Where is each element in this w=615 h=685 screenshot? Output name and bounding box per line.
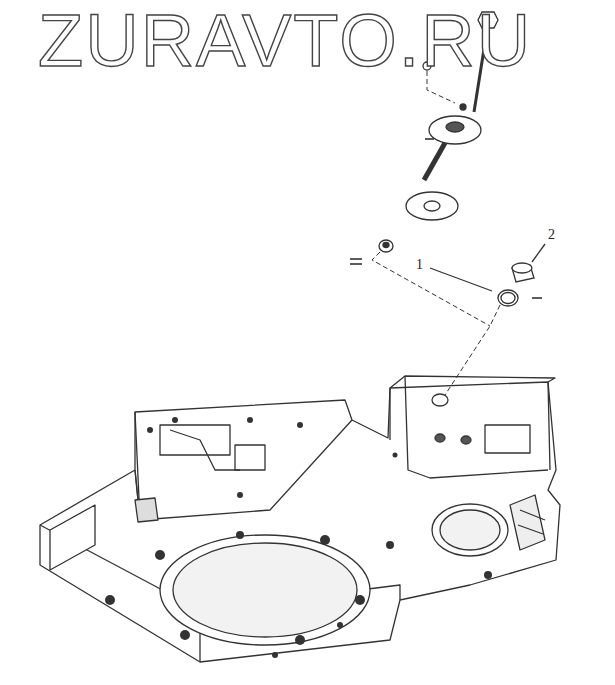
illustration-part [170, 430, 240, 470]
illustration-part [235, 445, 265, 470]
housing-holes [105, 417, 492, 658]
illustration-part [518, 525, 543, 534]
illustration-part [337, 622, 343, 628]
illustration-part [406, 192, 458, 220]
illustration-part [435, 434, 445, 442]
illustration-part [272, 652, 278, 658]
illustration-part [393, 453, 398, 458]
illustration-part [446, 122, 464, 132]
leader-lines [430, 244, 545, 291]
illustration-part [173, 543, 357, 637]
illustration-part [355, 595, 365, 605]
illustration-part [445, 305, 500, 395]
watermark: ZURAVTO.RU [38, 4, 532, 78]
illustration-part [512, 263, 532, 273]
illustration-part [432, 504, 508, 556]
illustration-part [236, 531, 244, 539]
illustration-part [40, 382, 560, 662]
illustration-part [532, 297, 542, 299]
illustration-part [105, 595, 115, 605]
illustration-part [430, 268, 492, 291]
illustration-part [379, 240, 393, 252]
callout-number: 1 [415, 258, 424, 272]
illustration-part [532, 244, 545, 262]
illustration-part [510, 495, 545, 550]
illustration-part [320, 535, 330, 545]
illustration-part [484, 571, 492, 579]
illustration-part [147, 427, 153, 433]
illustration-part [237, 492, 243, 498]
illustration-part [372, 252, 490, 326]
illustration-part [440, 510, 500, 550]
assembly-lines [372, 71, 500, 395]
illustration-part [498, 290, 518, 306]
illustration-part [295, 635, 305, 645]
illustration-part [548, 382, 550, 470]
illustration-part [135, 420, 352, 520]
illustration-part [350, 263, 362, 265]
illustration-part [386, 541, 394, 549]
illustration-part [501, 293, 515, 304]
illustration-part [160, 535, 370, 645]
illustration-part [485, 425, 530, 453]
illustration-part [390, 376, 555, 388]
callout-number: 2 [547, 228, 556, 242]
illustration-part [429, 116, 481, 144]
illustration-part [350, 258, 362, 260]
illustration-part [425, 138, 434, 140]
illustration-part [247, 417, 253, 423]
illustration-part [520, 510, 545, 520]
illustration-part [135, 498, 158, 522]
illustration-part [432, 394, 448, 406]
illustration-part [50, 505, 95, 570]
illustration-part [389, 388, 390, 440]
illustration-part [405, 376, 548, 478]
illustration-part [383, 243, 389, 248]
illustration-part [297, 422, 303, 428]
housing [40, 376, 560, 662]
illustration-part [180, 630, 190, 640]
marks [350, 139, 542, 298]
illustration-part [461, 436, 471, 444]
illustration-part [155, 550, 165, 560]
illustration-part [460, 104, 466, 110]
illustration-part [172, 417, 178, 423]
illustration-part [424, 201, 440, 211]
